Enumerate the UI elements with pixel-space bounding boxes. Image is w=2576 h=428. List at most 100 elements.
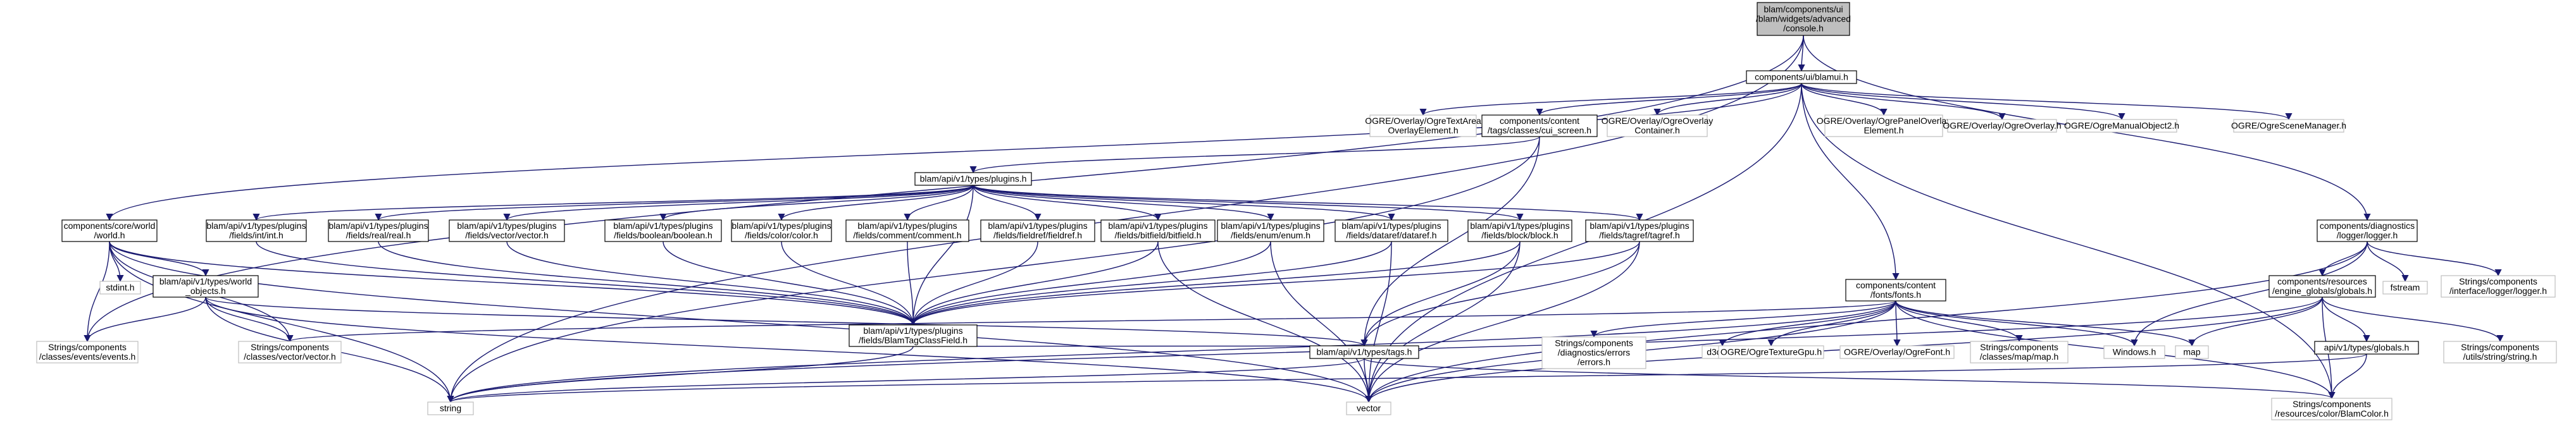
node-p_comment-label-line-1: /fields/comment/comment.h	[853, 230, 961, 240]
edge-plugins-to-p_enum	[973, 185, 1274, 221]
node-p_int[interactable]: blam/api/v1/types/plugins/fields/int/int…	[206, 219, 307, 242]
node-p_bitfield[interactable]: blam/api/v1/types/plugins/fields/bitfiel…	[1100, 219, 1216, 242]
node-p_fieldref[interactable]: blam/api/v1/types/plugins/fields/fieldre…	[980, 219, 1095, 242]
node-plugins[interactable]: blam/api/v1/types/plugins.h	[914, 172, 1032, 186]
node-ogre_textarea-label-line-1: OverlayElement.h	[1388, 125, 1458, 135]
node-vector_h-label-line-1: /classes/vector/vector.h	[244, 352, 336, 362]
node-windows: Windows.h	[2103, 345, 2165, 359]
edge-world_objects-to-vector_h	[205, 297, 294, 343]
edge-plugins-to-p_boolean	[659, 185, 974, 221]
node-fstream: fstream	[2382, 281, 2428, 295]
edge-p_tagref-to-tags	[1360, 241, 1640, 347]
node-p_comment[interactable]: blam/api/v1/types/plugins/fields/comment…	[845, 219, 969, 242]
node-blamui[interactable]: components/ui/blamui.h	[1746, 70, 1857, 84]
edge-p_real-to-tagclassfield	[378, 241, 917, 326]
node-world-label-line-1: /world.h	[94, 230, 125, 240]
node-ogre_scene: OGRE/OgreSceneManager.h	[2231, 119, 2346, 133]
node-ogre_overlay-label-line-0: OGRE/Overlay/OgreOverlay.h	[1943, 121, 2061, 131]
node-ogre_overlay-box	[1947, 119, 2057, 133]
edge-world-to-string	[109, 241, 454, 403]
node-ogre_textarea-label-line-0: OGRE/Overlay/OgreTextArea	[1365, 116, 1481, 126]
node-tags-box	[1309, 345, 1419, 359]
node-errors-label-line-1: /diagnostics/errors	[1558, 348, 1630, 358]
edge-blamui-to-fonts	[1801, 83, 1900, 281]
node-p_color-box	[731, 219, 832, 242]
edge-blamui-to-ogre_textarea	[1419, 83, 1802, 116]
node-p_bitfield-box	[1100, 219, 1216, 242]
edge-world_objects-to-tags	[205, 297, 1368, 347]
node-blamui-label-line-0: components/ui/blamui.h	[1755, 72, 1848, 82]
node-p_real[interactable]: blam/api/v1/types/plugins/fields/real/re…	[328, 219, 429, 242]
node-events: Strings/components/classes/events/events…	[36, 341, 139, 364]
edge-blamui-to-blamcolor	[1801, 83, 2336, 400]
node-ogre_container-label-line-0: OGRE/Overlay/OgreOverlay	[1602, 116, 1714, 126]
node-p_fieldref-label-line-0: blam/api/v1/types/plugins	[988, 221, 1087, 231]
edge-fonts-to-d3d11	[1719, 300, 1896, 347]
node-string_h: Strings/components/utils/string/string.h	[2443, 341, 2557, 364]
node-fonts[interactable]: components/content/fonts/fonts.h	[1845, 279, 1946, 302]
node-iface_logger-label-line-1: /interface/logger/logger.h	[2449, 286, 2547, 296]
edge-diag_logger-to-vector	[1365, 241, 2368, 403]
node-p_dataref-label-line-0: blam/api/v1/types/plugins	[1341, 221, 1441, 231]
node-vector: vector	[1346, 401, 1391, 415]
node-vector-label-line-0: vector	[1357, 403, 1381, 413]
node-diag_logger[interactable]: components/diagnostics/logger/logger.h	[2317, 219, 2418, 242]
node-vector_h-label-line-0: Strings/components	[251, 342, 329, 352]
node-world_objects[interactable]: blam/api/v1/types/world_objects.h	[152, 275, 259, 298]
node-vector-box	[1346, 401, 1391, 415]
node-plugins-box	[914, 172, 1032, 186]
node-ogre_overlay: OGRE/Overlay/OgreOverlay.h	[1943, 119, 2062, 133]
node-tags-label-line-0: blam/api/v1/types/tags.h	[1317, 347, 1412, 357]
edge-blamui-to-ogre_manual	[1801, 83, 2125, 121]
node-p_tagref[interactable]: blam/api/v1/types/plugins/fields/tagref/…	[1585, 219, 1694, 242]
node-string: string	[427, 401, 474, 415]
node-p_bitfield-label-line-0: blam/api/v1/types/plugins	[1108, 221, 1207, 231]
node-tags[interactable]: blam/api/v1/types/tags.h	[1309, 345, 1419, 359]
node-cui_screen-label-line-1: /tags/classes/cui_screen.h	[1488, 125, 1591, 135]
node-stdint-box	[99, 281, 141, 295]
node-api_globals-label-line-0: api/v1/types/globals.h	[2324, 343, 2410, 353]
edge-plugins-to-p_fieldref	[973, 185, 1042, 221]
node-p_vector-box	[449, 219, 565, 242]
node-ogre_texgpu: OGRE/OgreTextureGpu.h	[1718, 345, 1824, 359]
edge-tags-to-string	[447, 358, 1365, 403]
node-fstream-label-line-0: fstream	[2391, 283, 2420, 293]
edge-blamui-to-vector	[1365, 83, 1802, 403]
edge-p_color-to-tagclassfield	[781, 241, 917, 326]
node-api_globals-box	[2314, 341, 2419, 355]
node-ogre_textarea-box	[1369, 114, 1477, 137]
node-tagclassfield[interactable]: blam/api/v1/types/plugins/fields/BlamTag…	[849, 324, 978, 347]
node-engine_globals[interactable]: components/resources/engine_globals/glob…	[2268, 275, 2376, 298]
node-p_enum[interactable]: blam/api/v1/types/plugins/fields/enum/en…	[1217, 219, 1324, 242]
node-fonts-box	[1845, 279, 1946, 302]
node-p_dataref[interactable]: blam/api/v1/types/plugins/fields/dataref…	[1335, 219, 1448, 242]
node-string_h-box	[2443, 341, 2557, 364]
node-engine_globals-label-line-1: /engine_globals/globals.h	[2272, 286, 2372, 296]
edge-plugins-to-p_color	[778, 185, 974, 221]
node-api_globals[interactable]: api/v1/types/globals.h	[2314, 341, 2419, 355]
node-p_color[interactable]: blam/api/v1/types/plugins/fields/color/c…	[731, 219, 832, 242]
edge-world_objects-to-vector	[205, 297, 1372, 403]
node-world[interactable]: components/core/world/world.h	[61, 219, 158, 242]
node-string_h-label-line-0: Strings/components	[2461, 342, 2539, 352]
node-errors: Strings/components/diagnostics/errors/er…	[1541, 336, 1646, 369]
node-p_boolean[interactable]: blam/api/v1/types/plugins/fields/boolean…	[604, 219, 722, 242]
edge-p_bitfield-to-vector	[1157, 241, 1372, 403]
edge-blamui-to-ogre_scene	[1801, 83, 2293, 121]
node-ogre_texgpu-label-line-0: OGRE/OgreTextureGpu.h	[1720, 347, 1822, 357]
edge-fonts-to-windows	[1895, 300, 2138, 347]
edge-world-to-vector	[109, 241, 1372, 403]
node-fstream-box	[2382, 281, 2428, 295]
edge-p_int-to-tagclassfield	[256, 241, 917, 326]
node-p_vector[interactable]: blam/api/v1/types/plugins/fields/vector/…	[449, 219, 565, 242]
node-cui_screen[interactable]: components/content/tags/classes/cui_scre…	[1481, 114, 1598, 137]
node-fonts-label-line-0: components/content	[1856, 280, 1936, 290]
node-console-label-line-2: /console.h	[1783, 23, 1824, 34]
edge-plugins-to-p_real	[375, 185, 974, 221]
edge-p_dataref-to-vector	[1365, 241, 1392, 403]
node-p_block[interactable]: blam/api/v1/types/plugins/fields/block/b…	[1467, 219, 1572, 242]
node-stdint-label-line-0: stdint.h	[106, 283, 134, 293]
edge-p_bitfield-to-tagclassfield	[909, 241, 1159, 326]
